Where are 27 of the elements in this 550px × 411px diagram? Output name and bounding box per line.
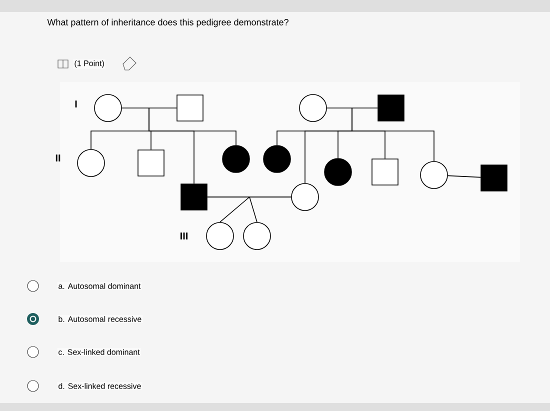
square-symbol (372, 158, 398, 186)
circle-symbol (206, 222, 234, 250)
filled-square-symbol (378, 94, 404, 122)
filled-circle-symbol (222, 145, 250, 173)
generation-label: II (54, 154, 62, 162)
circle-symbol (243, 222, 271, 250)
option-text: c. Sex-linked dominant (57, 348, 141, 356)
option-text: b. Autosomal recessive (57, 315, 143, 323)
question-text: What pattern of inheritance does this pedigree demonstrate? (47, 18, 288, 28)
circle-symbol (420, 161, 448, 189)
circle-symbol (77, 149, 105, 177)
option-text: d. Sex-linked recessive (57, 382, 142, 390)
filled-circle-symbol (324, 158, 352, 186)
descent-line (207, 196, 292, 222)
circle-symbol (299, 94, 327, 122)
square-symbol (176, 94, 204, 122)
descent-line (352, 108, 434, 162)
filled-square-symbol (180, 184, 208, 210)
filled-circle-symbol (263, 145, 291, 173)
circle-symbol (94, 94, 122, 122)
generation-label: III (178, 232, 190, 240)
circle-symbol (291, 183, 319, 211)
square-symbol (138, 150, 164, 176)
descent-line (148, 108, 236, 146)
generation-label: I (74, 100, 78, 108)
filled-square-symbol (480, 164, 508, 192)
option-text: a. Autosomal dominant (57, 282, 142, 290)
